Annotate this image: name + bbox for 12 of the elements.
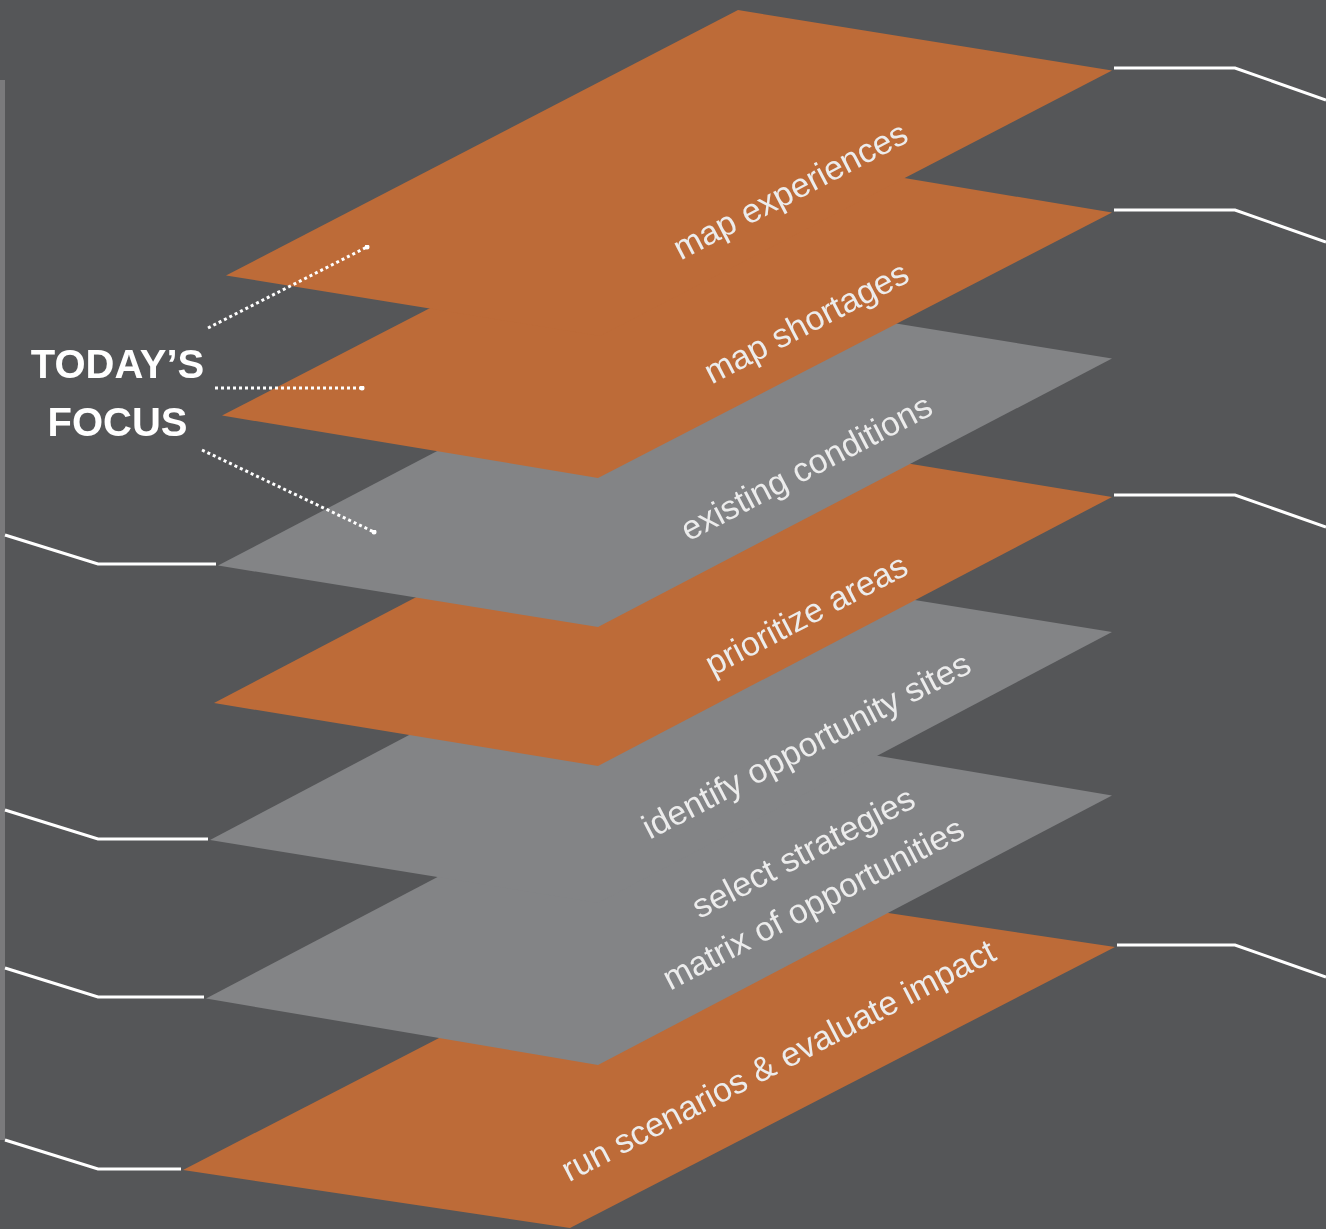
focus-heading: TODAY’S FOCUS [29, 341, 206, 446]
leader-line [201, 448, 377, 535]
leader-line [215, 385, 365, 391]
connector-line [1114, 208, 1326, 244]
connector-line [4, 808, 208, 841]
connector-line [4, 533, 216, 566]
leader-line [207, 244, 370, 330]
connector-line [4, 966, 204, 999]
connector-line [1117, 943, 1326, 979]
connector-line [1114, 66, 1326, 102]
connector-line [4, 1138, 181, 1171]
connector-line [1114, 493, 1326, 529]
